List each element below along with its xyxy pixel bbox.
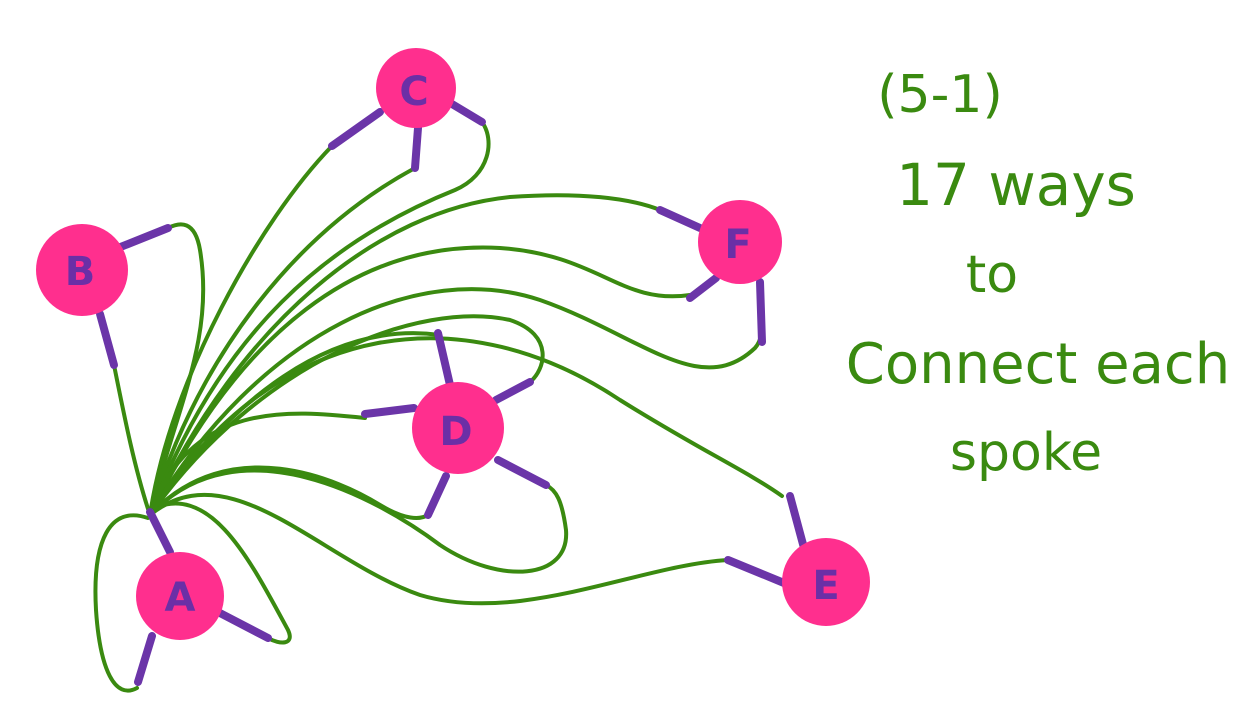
- spoke-b-right: [114, 224, 172, 252]
- node-b: B: [36, 224, 128, 316]
- spoke-stubs: [96, 100, 808, 686]
- spoke-c-left: [328, 108, 384, 150]
- wire-b-spoke-bottom: [112, 363, 152, 517]
- handwritten-note: (5-1) 17 ways to Connect each spoke: [846, 65, 1230, 483]
- spoke-d-bottom: [424, 472, 450, 519]
- spoke-a-right: [214, 608, 272, 642]
- spoke-d-right: [492, 378, 534, 404]
- node-d: D: [412, 382, 504, 474]
- node-c: C: [376, 48, 456, 128]
- wire-f-spoke-bottom: [148, 245, 692, 517]
- spoke-d-lower-right: [494, 456, 550, 489]
- spoke-d-top: [434, 329, 454, 389]
- wire-a-to-a-left-loop: [93, 513, 150, 693]
- node-f-label: F: [724, 222, 751, 268]
- spoke-a-top: [146, 508, 174, 556]
- node-e-circle: [782, 538, 870, 626]
- node-c-circle: [376, 48, 456, 128]
- wire-d-spoke-lower-right: [148, 468, 569, 574]
- wire-f-spoke-left: [148, 193, 662, 517]
- wire-c-spoke-right: [148, 120, 491, 517]
- nodes: A B C D E F: [36, 48, 870, 640]
- note-line-2: 17 ways: [896, 151, 1136, 219]
- wire-d-spoke-right: [148, 314, 545, 517]
- wire-e-spoke-top: [148, 336, 784, 517]
- spoke-d-left: [361, 404, 418, 418]
- node-c-label: C: [399, 69, 428, 115]
- node-d-label: D: [439, 409, 472, 455]
- note-line-4: Connect each: [846, 332, 1230, 397]
- connection-wires: [93, 120, 784, 693]
- wire-c-spoke-bottom: [148, 166, 417, 517]
- node-b-label: B: [65, 249, 96, 295]
- wire-f-spoke-lower: [148, 287, 764, 517]
- spoke-f-bottom-left: [686, 274, 720, 302]
- wire-e-spoke-left: [148, 492, 730, 606]
- node-a-label: A: [165, 575, 196, 621]
- spoke-b-bottom: [96, 310, 118, 369]
- node-b-circle: [36, 224, 128, 316]
- spoke-f-left: [656, 206, 704, 232]
- node-e: E: [782, 538, 870, 626]
- spoke-a-bottom: [134, 632, 156, 686]
- note-line-5: spoke: [950, 423, 1102, 483]
- spoke-e-left: [724, 556, 788, 587]
- node-f-circle: [698, 200, 782, 284]
- spoke-c-right: [448, 100, 486, 126]
- wire-d-spoke-left: [148, 411, 367, 517]
- wire-b-spoke-right: [148, 222, 206, 517]
- spoke-c-bottom: [411, 124, 422, 172]
- node-a: A: [136, 552, 224, 640]
- note-line-3: to: [966, 245, 1018, 305]
- spoke-f-bottom: [756, 278, 766, 346]
- wire-c-spoke-left: [148, 144, 334, 517]
- node-d-circle: [412, 382, 504, 474]
- node-e-label: E: [812, 563, 839, 609]
- node-f: F: [698, 200, 782, 284]
- note-line-1: (5-1): [877, 65, 1003, 125]
- wire-a-to-a-right-loop: [148, 501, 292, 645]
- spoke-e-top: [786, 492, 808, 552]
- node-a-circle: [136, 552, 224, 640]
